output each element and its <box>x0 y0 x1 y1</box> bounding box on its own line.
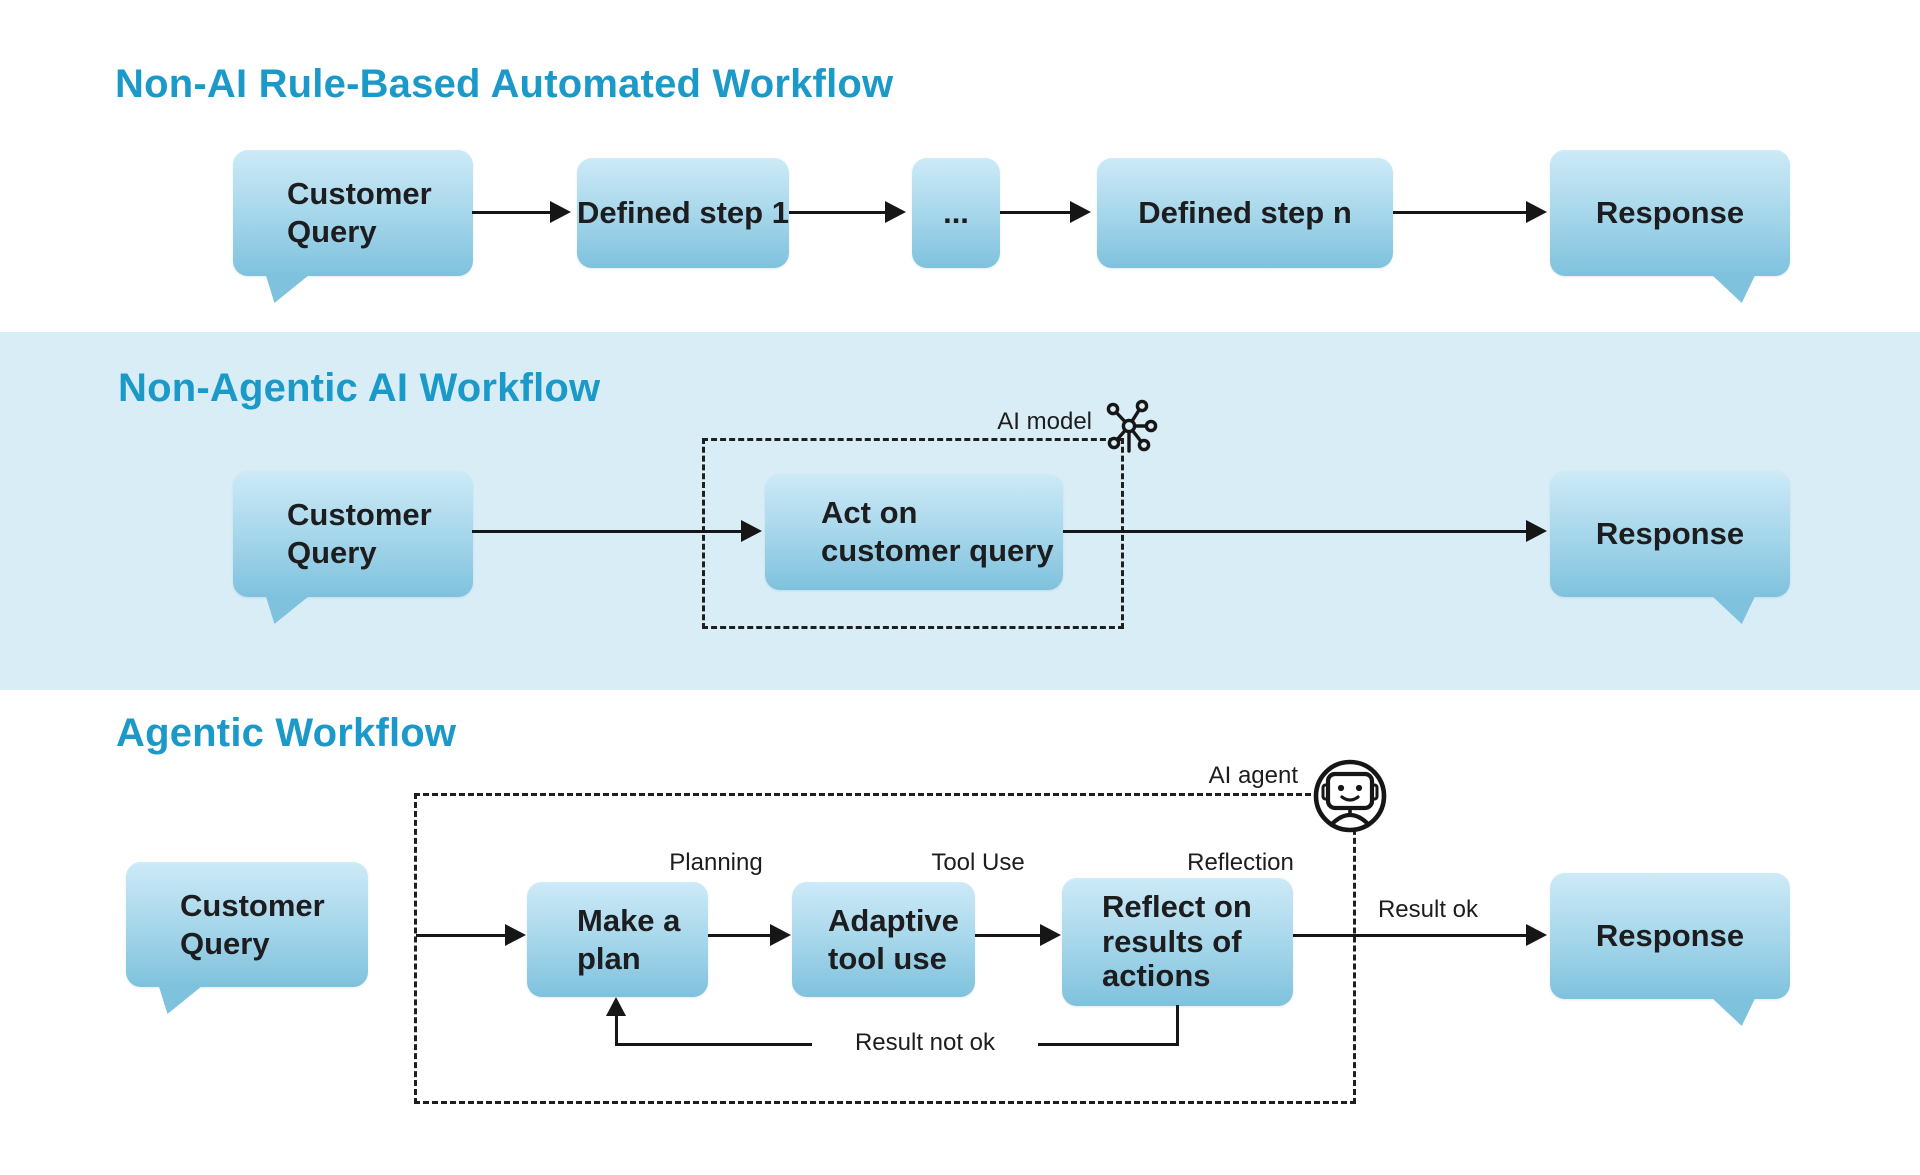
speech-tail <box>265 275 309 303</box>
arrow-head <box>1070 201 1091 223</box>
arrow-line <box>416 934 507 937</box>
node-label: Defined step n <box>1138 195 1352 231</box>
section-2-title: Non-Agentic AI Workflow <box>118 366 601 410</box>
reflection-label: Reflection <box>1187 849 1294 876</box>
speech-tail <box>1712 998 1756 1026</box>
node-reflect-on-results: Reflect on results of actions <box>1062 878 1293 1006</box>
feedback-line <box>615 1013 618 1046</box>
arrow-line <box>1000 211 1072 214</box>
node-response-1: Response <box>1550 150 1790 303</box>
feedback-line <box>1176 1005 1179 1046</box>
arrow-head <box>505 924 526 946</box>
arrow-line <box>975 934 1042 937</box>
node-label: ... <box>943 195 969 231</box>
arrow-head <box>1040 924 1061 946</box>
node-customer-query-1: Customer Query <box>233 150 473 303</box>
ai-model-boundary <box>702 438 1124 629</box>
ai-agent-boundary <box>414 793 1356 1104</box>
node-label: Response <box>1595 516 1745 552</box>
tool-use-label: Tool Use <box>931 849 1025 876</box>
node-label: Defined step 1 <box>577 195 789 231</box>
node-label: Response <box>1595 195 1745 231</box>
arrow-line <box>1063 530 1528 533</box>
planning-label: Planning <box>669 849 763 876</box>
arrow-line <box>1293 934 1528 937</box>
node-ellipsis: ... <box>912 158 1000 268</box>
node-label: Response <box>1595 918 1745 954</box>
node-label: Make a plan <box>577 902 681 976</box>
arrow-head <box>606 997 626 1016</box>
ai-model-label: AI model <box>997 408 1092 435</box>
node-make-a-plan: Make a plan <box>527 882 708 997</box>
node-label: Adaptive tool use <box>828 902 959 976</box>
section-1-title: Non-AI Rule-Based Automated Workflow <box>115 62 894 106</box>
node-defined-step-n: Defined step n <box>1097 158 1393 268</box>
node-customer-query-3: Customer Query <box>126 862 368 1014</box>
speech-tail <box>1712 275 1756 303</box>
node-label: Customer Query <box>180 887 325 961</box>
result-ok-label: Result ok <box>1377 896 1479 923</box>
node-act-on-query: Act on customer query <box>765 474 1063 590</box>
node-response-2: Response <box>1550 471 1790 624</box>
node-label: Act on customer query <box>821 495 1054 568</box>
ai-model-icon <box>1106 399 1158 453</box>
node-customer-query-2: Customer Query <box>233 471 473 624</box>
node-label: Reflect on results of actions <box>1102 888 1252 994</box>
ai-agent-label: AI agent <box>1208 762 1298 789</box>
node-adaptive-tool-use: Adaptive tool use <box>792 882 975 997</box>
arrow-line <box>1393 211 1528 214</box>
arrow-line <box>472 211 552 214</box>
arrow-head <box>741 520 762 542</box>
arrow-head <box>1526 520 1547 542</box>
arrow-head <box>1526 924 1547 946</box>
result-not-ok-label: Result not ok <box>812 1029 1038 1057</box>
arrow-line <box>472 530 743 533</box>
arrow-head <box>885 201 906 223</box>
node-defined-step-1: Defined step 1 <box>577 158 789 268</box>
arrow-head <box>1526 201 1547 223</box>
arrow-line <box>789 211 887 214</box>
ai-agent-icon <box>1313 759 1387 833</box>
node-response-3: Response <box>1550 873 1790 1026</box>
arrow-head <box>770 924 791 946</box>
arrow-head <box>550 201 571 223</box>
section-3-title: Agentic Workflow <box>116 711 457 755</box>
speech-tail <box>158 986 202 1014</box>
node-label: Customer Query <box>287 497 432 570</box>
arrow-line <box>708 934 772 937</box>
node-label: Customer Query <box>287 176 432 249</box>
